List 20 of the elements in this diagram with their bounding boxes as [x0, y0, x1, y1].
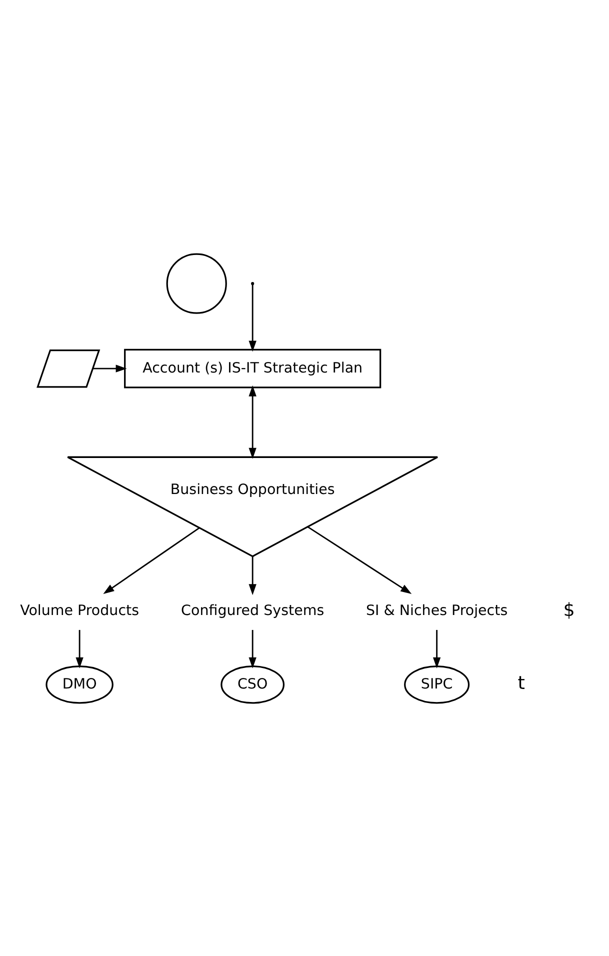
label: $ [563, 599, 575, 620]
node-text: Configured Systems [181, 602, 324, 619]
arrow [248, 284, 256, 352]
arrow [248, 384, 256, 458]
arrow [307, 526, 412, 594]
node-ellipse: DMO [46, 664, 114, 704]
node-circle [166, 252, 227, 314]
node-text: Volume Products [20, 602, 140, 619]
node-ellipse: CSO [220, 664, 285, 704]
node-box: Account (s) IS-IT Strategic Plan [124, 348, 382, 388]
arrow [103, 526, 200, 594]
arrow [248, 629, 256, 668]
label: t [518, 672, 525, 694]
node-parallelogram [36, 348, 100, 388]
arrow [92, 364, 127, 372]
node-ellipse: SIPC [404, 664, 470, 704]
node-text: SI & Niches Projects [366, 602, 508, 619]
arrow [432, 629, 441, 668]
arrow [76, 629, 84, 668]
arrow [248, 556, 256, 595]
